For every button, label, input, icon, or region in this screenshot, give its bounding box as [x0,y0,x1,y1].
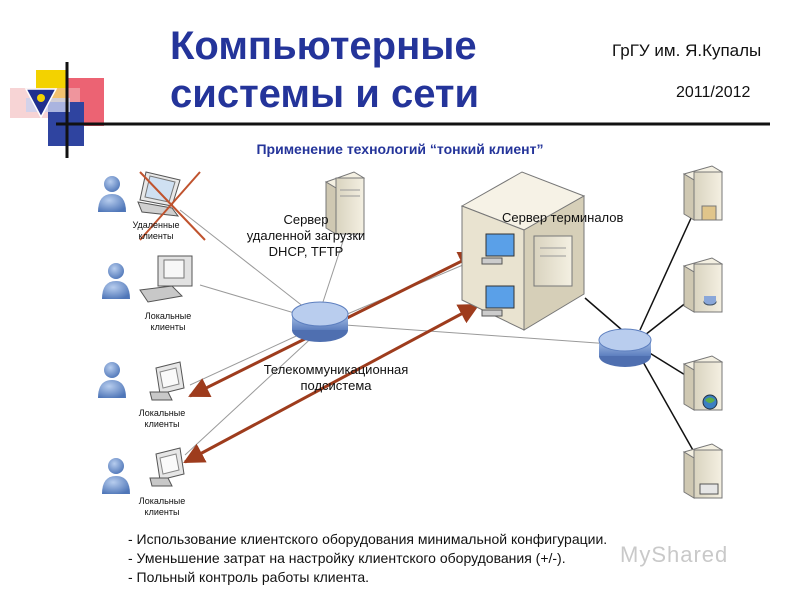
server-icon [682,355,724,411]
terminal-server-icon [460,171,586,331]
title-line-2: системы и сети [170,72,480,116]
cross-icon [139,171,206,241]
server-icon [324,171,366,235]
telecom-line-2: подсистема [300,378,372,393]
terminal-server-label: Сервер терминалов [502,210,624,225]
boot-server-line-3: DHCP, TFTP [268,244,344,259]
monitor-icon [149,447,185,487]
local-clients-label-1: Локальные клиенты [144,311,192,332]
hub-icon [291,301,349,342]
telecom-subsystem-label: Телекоммуникационная подсистема [250,362,422,394]
local-clients-label-3: Локальные клиенты [138,496,186,517]
monitor-icon [481,285,515,317]
bullet-item: - Использование клиентского оборудования… [128,531,608,547]
laptop-icon [137,171,181,217]
hub-icon [598,328,652,367]
server-icon [682,257,724,313]
desktop-icon [139,255,193,303]
logo-icon [10,62,104,158]
watermark: MyShared [620,542,729,567]
server-icon [682,165,724,221]
boot-server-line-2: удаленной загрузки [246,228,366,243]
university-label: ГрГУ им. Я.Купалы [612,41,762,60]
server-icon [682,443,724,499]
slide-subtitle: Применение технологий “тонкий клиент” [256,141,544,157]
person-icon [98,176,126,212]
boot-server-label: Сервер удаленной загрузки DHCP, TFTP [246,212,366,260]
bullet-item: - Польный контроль работы клиента. [128,569,370,585]
monitor-icon [149,361,185,401]
bullet-list: - Использование клиентского оборудования… [128,530,607,587]
bullet-item: - Уменьшение затрат на настройку клиентс… [128,550,566,566]
local-clients-label-2: Локальные клиенты [138,408,186,429]
person-icon [102,263,130,299]
boot-server-line-1: Сервер [283,212,329,227]
server-links [584,215,695,453]
remote-clients-label: Удаленные клиенты [132,220,180,241]
title-line-1: Компьютерные [170,24,477,68]
telecom-line-1: Телекоммуникационная [263,362,409,377]
person-icon [98,362,126,398]
page-title: Компьютерные системы и сети [170,22,530,118]
monitor-icon [481,233,515,265]
person-icon [102,458,130,494]
data-flow-arrows [183,251,480,464]
year-label: 2011/2012 [676,84,751,101]
